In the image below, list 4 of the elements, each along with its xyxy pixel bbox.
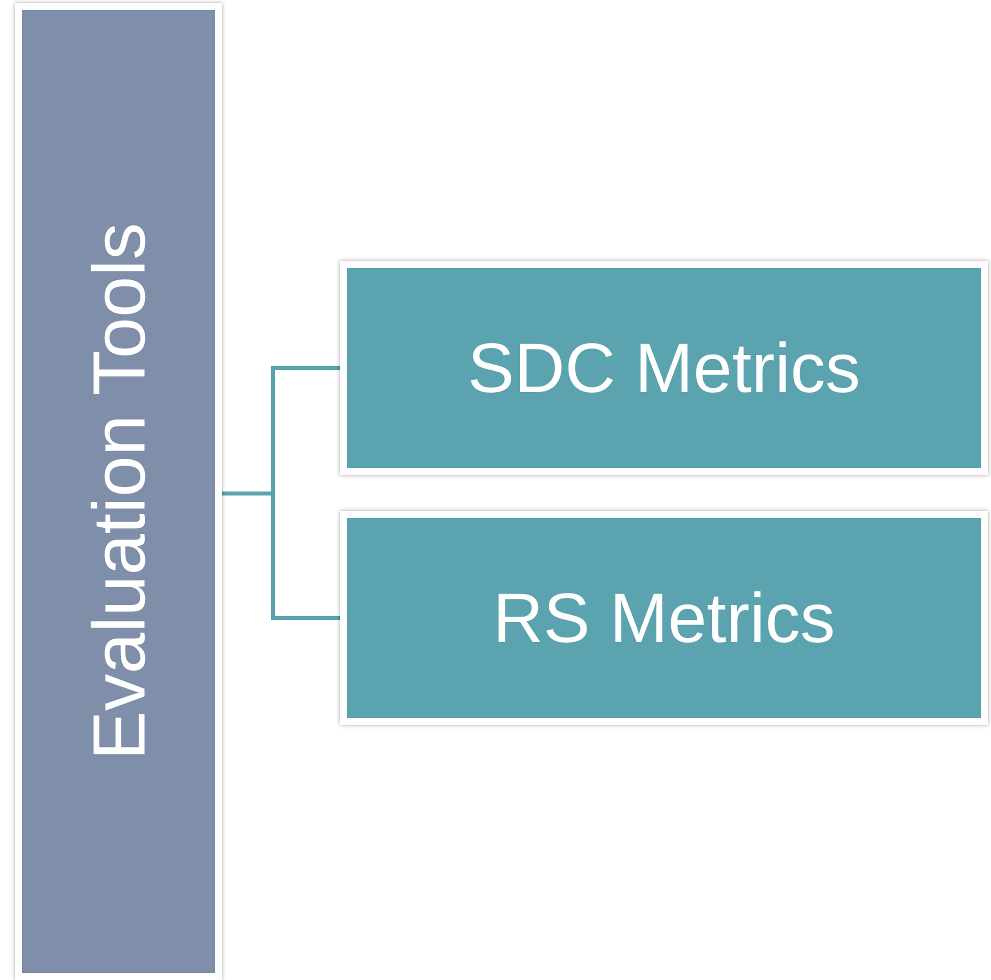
category-label: Evaluation Tools <box>76 222 161 760</box>
item-label: SDC Metrics <box>468 328 860 408</box>
connector-line <box>222 492 340 620</box>
item-label: RS Metrics <box>492 578 836 658</box>
